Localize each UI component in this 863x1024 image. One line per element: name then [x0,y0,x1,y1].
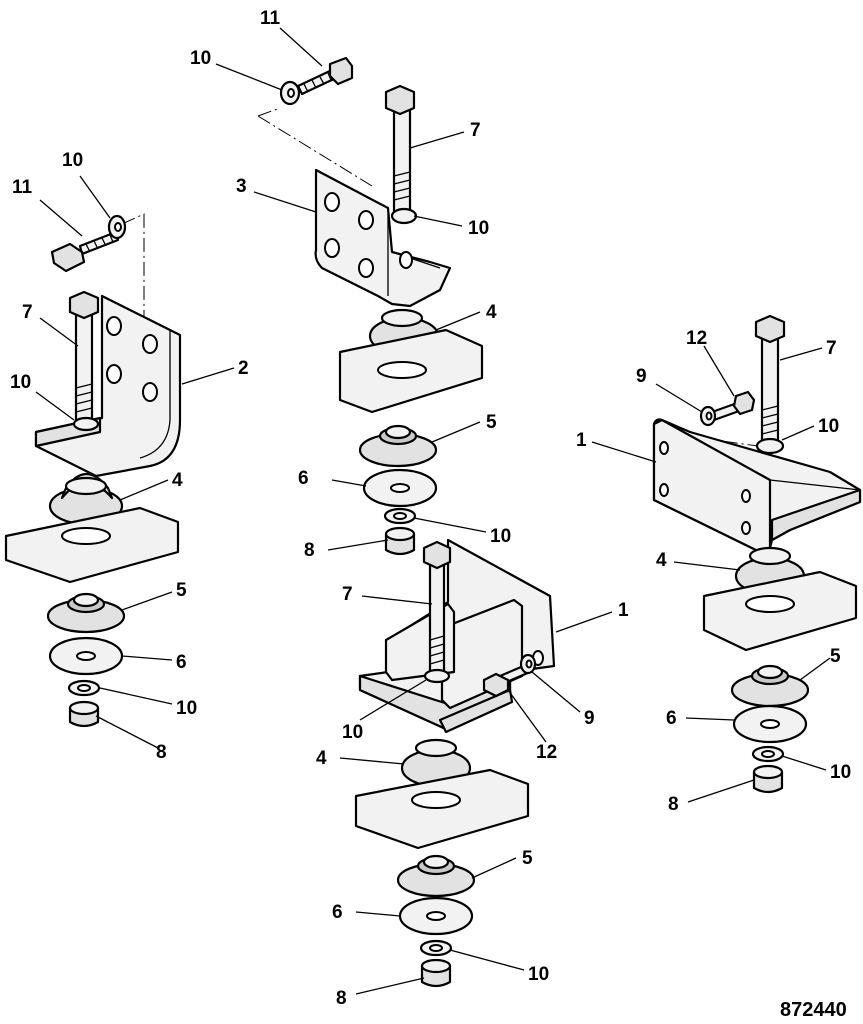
callout-1: 1 [618,600,629,621]
callout-4: 4 [316,748,327,769]
callout-10: 10 [830,762,851,783]
callout-8: 8 [304,540,315,561]
leader-lines [35,27,831,995]
washer-10-left-mid [72,416,100,432]
bolt-12-right [710,390,756,422]
bolt-7-left [68,290,100,424]
bracket-1-right [652,418,862,555]
bolt-7-top [384,84,416,214]
callout-10: 10 [528,964,549,985]
callout-2: 2 [238,358,249,379]
callout-11: 11 [12,177,33,198]
callout-8: 8 [156,742,167,763]
callout-6: 6 [332,902,343,923]
callout-3: 3 [236,176,247,197]
chassis-plate-left [4,506,180,584]
callout-6: 6 [298,468,309,489]
chassis-plate-centre [354,768,530,850]
callout-7: 7 [342,584,353,605]
rubber-mount-5-right [730,664,810,708]
bolt-11-top [296,56,354,96]
callout-10: 10 [818,416,839,437]
bolt-7-right [754,314,786,444]
callout-9: 9 [584,708,595,729]
right-mount-assembly [652,314,862,794]
callout-12: 12 [536,742,557,763]
callout-9: 9 [636,366,647,387]
top-centre-mount-assembly [279,56,484,556]
callout-8: 8 [336,988,347,1009]
callout-5: 5 [176,580,187,601]
callout-1: 1 [576,430,587,451]
bracket-1-centre [358,538,556,734]
callout-4: 4 [656,550,667,571]
callout-10: 10 [62,150,83,171]
callout-7: 7 [826,338,837,359]
callout-5: 5 [522,848,533,869]
bracket-2 [34,294,182,478]
left-mount-assembly [4,214,182,728]
rubber-mount-5-centre [396,854,476,898]
rubber-mount-5-left [46,592,126,634]
callout-8: 8 [668,794,679,815]
callout-11: 11 [260,8,281,29]
callout-6: 6 [176,652,187,673]
callout-10: 10 [468,218,489,239]
rubber-mount-5-top [358,424,438,468]
callout-10: 10 [342,722,363,743]
callout-7: 7 [22,302,33,323]
bolt-11-left [50,230,120,273]
callout-4: 4 [172,470,183,491]
washer-10-top-mid [390,207,418,225]
callout-12: 12 [686,328,707,349]
callout-6: 6 [666,708,677,729]
callout-5: 5 [830,646,841,667]
callout-7: 7 [470,120,481,141]
callout-10: 10 [490,526,511,547]
callout-labels: 11 10 7 10 2 4 5 6 10 8 11 10 7 3 10 4 5… [10,8,851,1009]
callout-10: 10 [176,698,197,719]
washer-10-right-mid [755,437,785,455]
callout-4: 4 [486,302,497,323]
washer-10-centre-mid [423,668,451,684]
bracket-3 [314,168,452,308]
bottom-centre-mount-assembly [354,538,556,988]
callout-5: 5 [486,412,497,433]
drawing-number: 872440 [780,999,847,1021]
callout-10: 10 [190,48,211,69]
callout-10: 10 [10,372,31,393]
